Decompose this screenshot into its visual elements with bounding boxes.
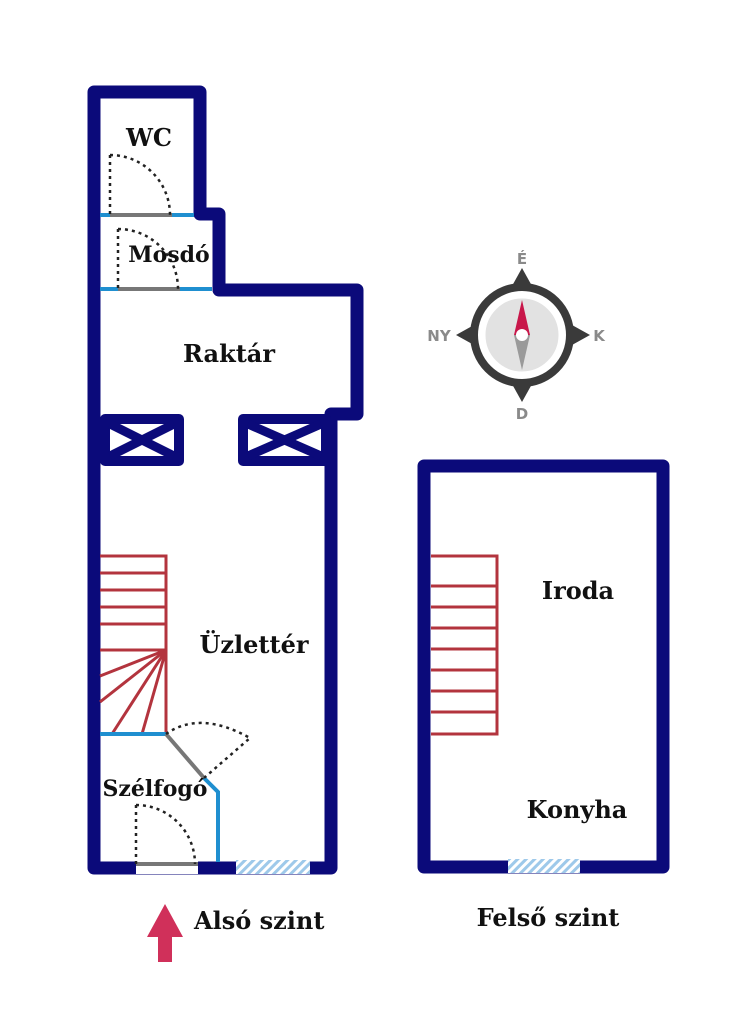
upper-level-plan: Iroda Konyha Felső szint (417, 459, 670, 932)
compass-icon: É D NY K (427, 249, 606, 423)
upper-level-window (508, 859, 580, 873)
level-label-lower: Alsó szint (193, 906, 324, 935)
room-label-szelfogo: Szélfogó (103, 776, 208, 802)
compass-north-label: É (517, 249, 527, 268)
lower-level-window (236, 860, 310, 874)
lower-level-plan: WC Mosdó Raktár Üzlettér Szélfogó Alsó s… (87, 85, 364, 962)
szelfogo-door-swing (165, 721, 253, 779)
szelfogo-door-leaf (164, 732, 206, 780)
lower-level-stairs (99, 554, 168, 735)
room-label-iroda: Iroda (542, 576, 614, 605)
compass-east-label: K (593, 327, 606, 345)
wc-door-swing (109, 153, 172, 216)
room-label-raktar: Raktár (183, 339, 275, 368)
compass-south-label: D (516, 405, 528, 423)
entrance-arrow-icon (147, 904, 183, 962)
szelfogo-partition-right (202, 776, 220, 862)
level-label-upper: Felső szint (477, 903, 620, 932)
structural-block-right (238, 414, 331, 466)
room-label-konyha: Konyha (527, 795, 628, 824)
room-label-mosdo: Mosdó (128, 242, 209, 268)
entrance-door-swing (135, 803, 197, 865)
lower-level-outer-wall (87, 85, 364, 875)
upper-level-stairs (431, 554, 499, 736)
compass-west-label: NY (427, 327, 452, 345)
room-label-wc: WC (125, 123, 172, 152)
structural-block-left (100, 414, 184, 466)
room-label-uzletter: Üzlettér (199, 630, 308, 659)
